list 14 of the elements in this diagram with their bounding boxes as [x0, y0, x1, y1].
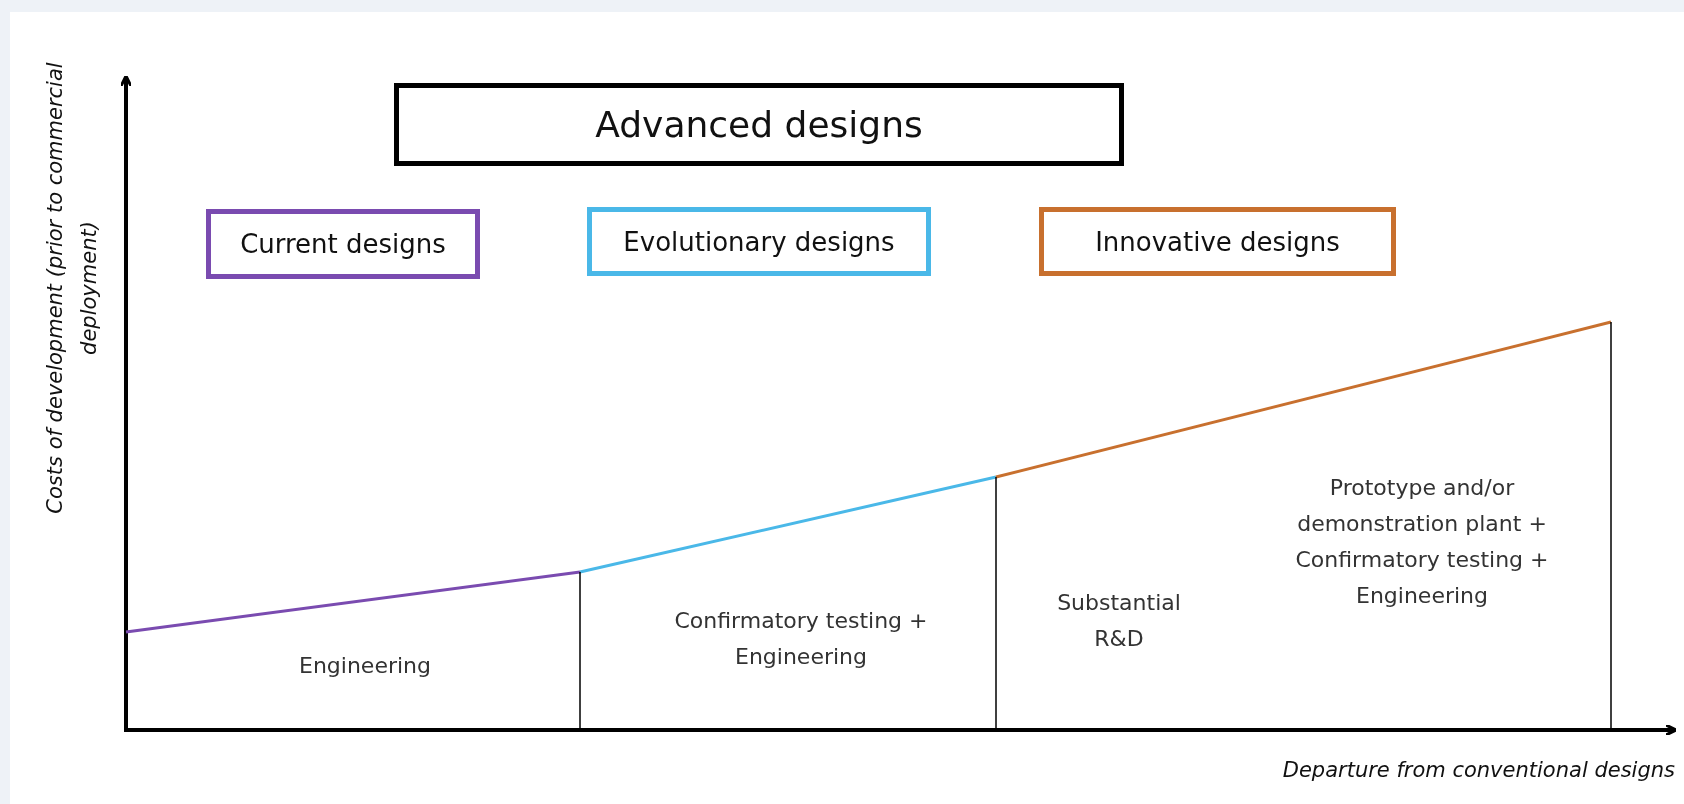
category-box — [206, 209, 480, 279]
box-title: Evolutionary designs — [623, 226, 895, 257]
box-title: Current designs — [240, 229, 446, 259]
box-title: Advanced designs — [595, 104, 923, 145]
category-box — [394, 83, 1124, 166]
region-label: Substantial R&D — [1056, 589, 1182, 653]
region-label: Confirmatory testing + Engineering — [673, 607, 929, 671]
category-box — [1039, 207, 1396, 276]
axis-label: Departure from conventional designs — [1282, 757, 1675, 784]
region-label: Engineering — [298, 652, 432, 680]
region-label: Prototype and/or demonstration plant + Confirmatory testing + Engineering — [1294, 474, 1550, 610]
box-title: Innovative designs — [1095, 226, 1340, 257]
axis-label: Costs of development (prior to commercial deployment) — [42, 61, 102, 516]
category-box — [587, 207, 931, 276]
